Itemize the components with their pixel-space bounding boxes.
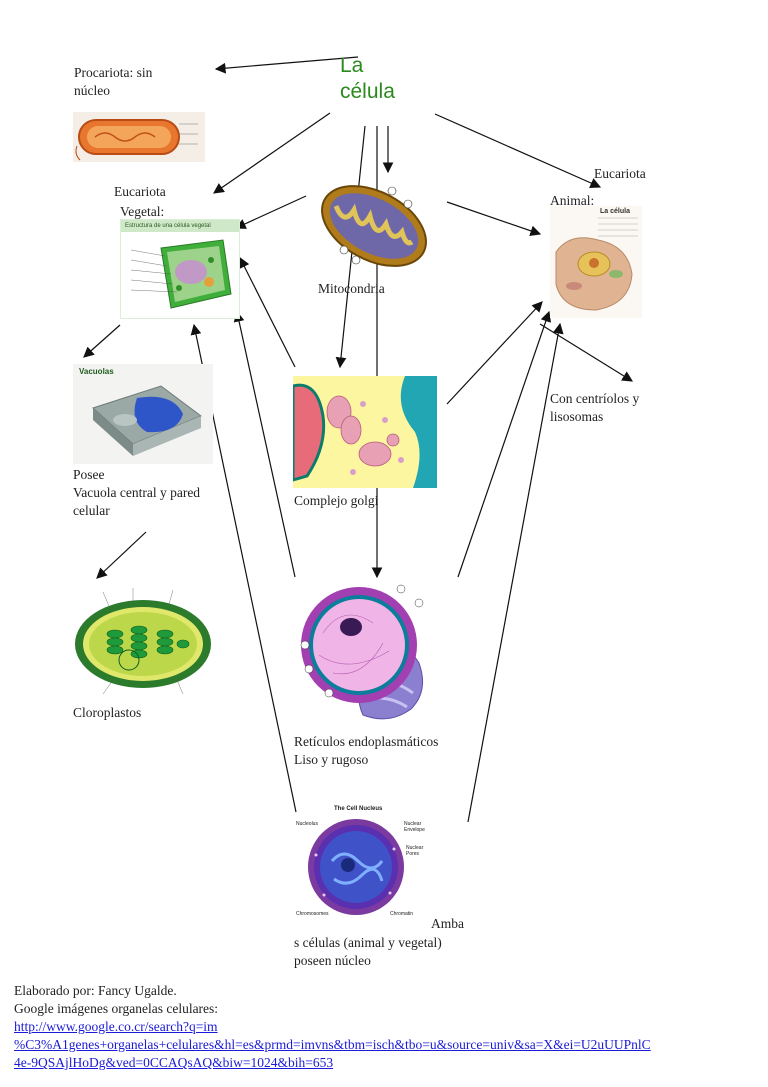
diagram-title: La célula: [340, 54, 395, 103]
label-cloroplastos: Cloroplastos: [73, 705, 142, 720]
reticulum-image: [293, 583, 435, 728]
arrow: [83, 324, 121, 358]
nucleus-image-title: The Cell Nucleus: [334, 806, 383, 812]
animal-cell-image: La célula: [550, 206, 642, 318]
arrow: [457, 310, 551, 578]
arrow: [434, 113, 602, 189]
nucleus-label-chromatin: Chromatin: [390, 911, 414, 917]
footer-author: Elaborado por: Fancy Ugalde.: [14, 983, 177, 998]
arrow: [446, 301, 543, 405]
vegetal-cell-image: Estructura de una célula vegetal: [120, 219, 240, 319]
mitochondria-image: [312, 176, 437, 272]
label-eucariota-animal: Eucariota: [594, 166, 646, 181]
label-vegetal: Vegetal:: [120, 204, 165, 219]
nucleus-label-nucleolus: Nucleolus: [296, 821, 318, 827]
arrow: [96, 531, 147, 579]
label-procariota: Procariota: sin núcleo: [74, 65, 153, 98]
label-nucleo-b: s células (animal y vegetal) poseen núcl…: [294, 935, 442, 968]
label-centriolos: Con centríolos y lisosomas: [550, 391, 640, 424]
label-animal: Animal:: [550, 193, 595, 208]
arrow: [239, 256, 296, 368]
label-nucleo-a: Amba: [431, 916, 464, 931]
label-mitocondria: Mitocondria: [318, 281, 385, 296]
nucleus-label-envelope: Nuclear Envelope: [404, 821, 425, 833]
label-golgi: Complejo golgi: [294, 493, 379, 508]
label-reticulos: Retículos endoplasmáticos Liso y rugoso: [294, 734, 439, 767]
nucleus-image: The Cell Nucleus Nucleolus Nuclear Envel…: [294, 805, 436, 921]
vegetal-image-title: Estructura de una célula vegetal: [121, 220, 239, 232]
footer-link-line2[interactable]: %C3%A1genes+organelas+celulares&hl=es&pr…: [14, 1037, 651, 1052]
footer-link-line1[interactable]: http://www.google.co.cr/search?q=im: [14, 1019, 218, 1034]
footer-source: Google imágenes organelas celulares:: [14, 1001, 219, 1016]
arrow: [234, 195, 307, 229]
label-eucariota-vegetal: Eucariota: [114, 184, 166, 199]
golgi-image: [293, 376, 437, 488]
nucleus-label-pores: Nuclear Pores: [406, 845, 424, 857]
animal-image-title: La célula: [600, 208, 630, 215]
footer-link-line3[interactable]: 4e-9QSAjlHoDg&ved=0CCAQsAQ&biw=1024&bih=…: [14, 1055, 334, 1070]
arrow: [539, 323, 634, 382]
arrow: [213, 112, 331, 194]
arrow: [214, 56, 359, 74]
nucleus-label-chromosomes: Chromosomes: [296, 911, 329, 917]
arrow: [446, 201, 542, 236]
vacuolas-image: Vacuolas: [73, 364, 213, 464]
vacuolas-image-title: Vacuolas: [79, 367, 114, 376]
chloroplast-image: [73, 582, 213, 700]
procariota-image: [73, 112, 205, 162]
arrow: [233, 310, 296, 578]
arrow: [467, 322, 564, 823]
label-vacuola: Posee Vacuola central y pared celular: [73, 467, 201, 518]
